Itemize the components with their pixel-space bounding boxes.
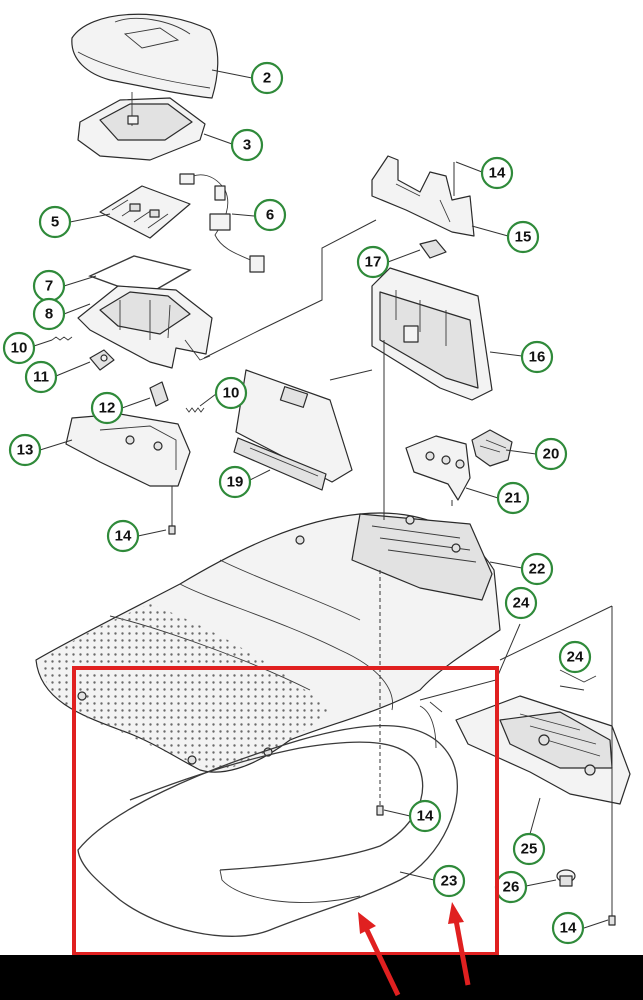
callout-badge: 5 [38, 205, 72, 239]
callout-label: 22 [529, 561, 546, 578]
callout-label: 13 [17, 442, 34, 459]
red-arrows [358, 902, 471, 997]
callout-label: 6 [266, 207, 274, 224]
part-spring-right [185, 407, 205, 413]
callout-label: 24 [513, 595, 530, 612]
part-clip [419, 239, 447, 259]
callout-label: 14 [560, 920, 577, 937]
callout-badge: 19 [218, 465, 252, 499]
callout-badge: 23 [432, 864, 466, 898]
part-lid-plate [77, 92, 206, 161]
callout-badge: 14 [551, 911, 585, 945]
callout-label: 7 [45, 278, 53, 295]
part-control-housing [77, 285, 213, 369]
callout-badge: 20 [534, 437, 568, 471]
part-connector-module [471, 429, 513, 467]
callout-label: 21 [505, 490, 522, 507]
callout-badge: 14 [106, 519, 140, 553]
callout-badge: 25 [512, 832, 546, 866]
part-contact-plate [405, 435, 471, 501]
callout-label: 16 [529, 349, 546, 366]
part-bracket [371, 155, 475, 237]
callout-badge: 3 [230, 128, 264, 162]
callout-badge: 8 [32, 297, 66, 331]
part-station-box [371, 267, 493, 401]
callout-label: 23 [441, 873, 458, 890]
part-plug [556, 869, 576, 887]
callout-badge: 10 [2, 331, 36, 365]
bottom-bar [0, 955, 643, 1000]
callout-label: 14 [115, 528, 132, 545]
arrow-left [358, 912, 401, 997]
callout-badge: 16 [520, 340, 554, 374]
callout-badge: 11 [24, 360, 58, 394]
part-top-cover [71, 13, 219, 99]
callout-label: 12 [99, 400, 116, 417]
callout-badge: 24 [558, 640, 592, 674]
callout-badge: 14 [408, 799, 442, 833]
callout-label: 10 [11, 340, 28, 357]
part-screw-bottom-right [608, 606, 616, 926]
part-lower-housing [65, 413, 191, 487]
callout-badge: 13 [8, 433, 42, 467]
callout-leaders [33, 69, 609, 929]
part-main-chassis [455, 669, 631, 805]
callout-label: 14 [417, 808, 434, 825]
callout-badge: 6 [253, 198, 287, 232]
callout-badge: 10 [214, 376, 248, 410]
part-screw-lower-left [168, 486, 176, 535]
part-guide-wire [77, 701, 458, 937]
callout-badge: 21 [496, 481, 530, 515]
callout-label: 17 [365, 254, 382, 271]
callout-label: 26 [503, 879, 520, 896]
callout-label: 25 [521, 841, 538, 858]
callout-badge: 14 [480, 156, 514, 190]
part-base-plate [35, 512, 501, 773]
highlight-box [72, 666, 499, 956]
callout-badge: 24 [504, 586, 538, 620]
part-flap [233, 369, 353, 491]
callout-badge: 22 [520, 552, 554, 586]
callout-label: 8 [45, 306, 53, 323]
callout-label: 20 [543, 446, 560, 463]
part-wiring-harness [179, 173, 265, 273]
part-screw-center [376, 570, 384, 816]
callout-label: 11 [33, 369, 49, 386]
callout-label: 15 [515, 229, 532, 246]
callout-label: 19 [227, 474, 244, 491]
callout-label: 3 [243, 137, 251, 154]
callout-badge: 12 [90, 391, 124, 425]
part-switch [89, 349, 115, 371]
callout-badge: 15 [506, 220, 540, 254]
callout-badge: 17 [356, 245, 390, 279]
arrow-right [448, 902, 471, 986]
part-circuit-board [99, 185, 191, 239]
part-latch [149, 381, 169, 407]
callout-badge: 7 [32, 269, 66, 303]
callout-label: 24 [567, 649, 584, 666]
callout-badge: 26 [494, 870, 528, 904]
callout-label: 10 [223, 385, 240, 402]
callout-label: 2 [263, 70, 271, 87]
part-spring-left [51, 336, 73, 341]
callout-badge: 2 [250, 61, 284, 95]
callout-label: 14 [489, 165, 506, 182]
callout-label: 5 [51, 214, 59, 231]
